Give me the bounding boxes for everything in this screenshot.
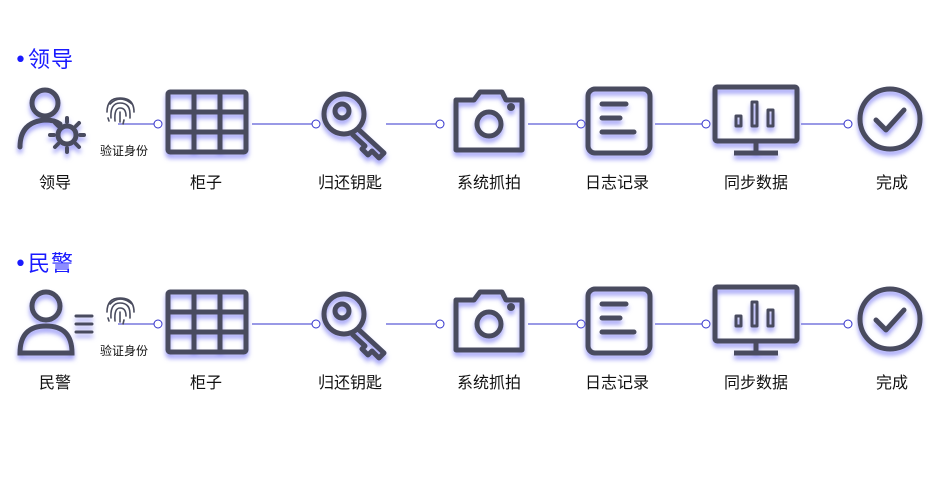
- connector-node: [435, 319, 445, 329]
- camera-icon: [453, 89, 525, 153]
- connector-lines: [118, 119, 853, 129]
- step-label: 归还钥匙: [317, 173, 383, 192]
- connector-node: [701, 119, 711, 129]
- actor-label-leader: 领导: [38, 173, 72, 192]
- camera-icon: [453, 289, 525, 353]
- step-label: 日志记录: [584, 373, 650, 392]
- step-label: 系统抓拍: [456, 173, 522, 192]
- cabinet-grid-icon: [165, 89, 249, 155]
- check-circle-icon: [857, 86, 923, 152]
- monitor-chart-icon: [712, 284, 800, 356]
- connector-lines: [118, 319, 853, 329]
- step-label: 系统抓拍: [456, 373, 522, 392]
- connector-node: [576, 119, 586, 129]
- connector-node: [843, 119, 853, 129]
- step-label: 完成: [875, 173, 909, 192]
- fingerprint-icon: [106, 97, 135, 125]
- connector-node: [153, 119, 163, 129]
- row-leader: [17, 84, 923, 161]
- step-label: 同步数据: [723, 373, 789, 392]
- cabinet-grid-icon: [165, 289, 249, 355]
- key-icon: [321, 291, 387, 361]
- connector-node: [435, 119, 445, 129]
- section-title-police: •民警: [14, 252, 74, 277]
- section-title-leader: •领导: [14, 48, 74, 73]
- check-circle-icon: [857, 286, 923, 352]
- connector-node: [311, 319, 321, 329]
- step-label: 同步数据: [723, 173, 789, 192]
- connector-node: [843, 319, 853, 329]
- row-police: [17, 284, 923, 361]
- step-label: 柜子: [189, 173, 223, 192]
- connector-node: [311, 119, 321, 129]
- connector-node: [576, 319, 586, 329]
- log-document-icon: [585, 286, 653, 356]
- key-icon: [321, 91, 387, 161]
- monitor-chart-icon: [712, 84, 800, 156]
- step-label: 归还钥匙: [317, 373, 383, 392]
- step-label: 完成: [875, 373, 909, 392]
- verify-label-leader: 验证身份: [99, 144, 149, 158]
- verify-label-police: 验证身份: [99, 344, 149, 358]
- step-label: 柜子: [189, 373, 223, 392]
- actor-label-police: 民警: [38, 373, 72, 392]
- step-label: 日志记录: [584, 173, 650, 192]
- user-gear-icon: [17, 87, 86, 154]
- connector-node: [153, 319, 163, 329]
- connector-node: [701, 319, 711, 329]
- log-document-icon: [585, 86, 653, 156]
- fingerprint-icon: [106, 297, 135, 325]
- user-list-icon: [17, 289, 94, 356]
